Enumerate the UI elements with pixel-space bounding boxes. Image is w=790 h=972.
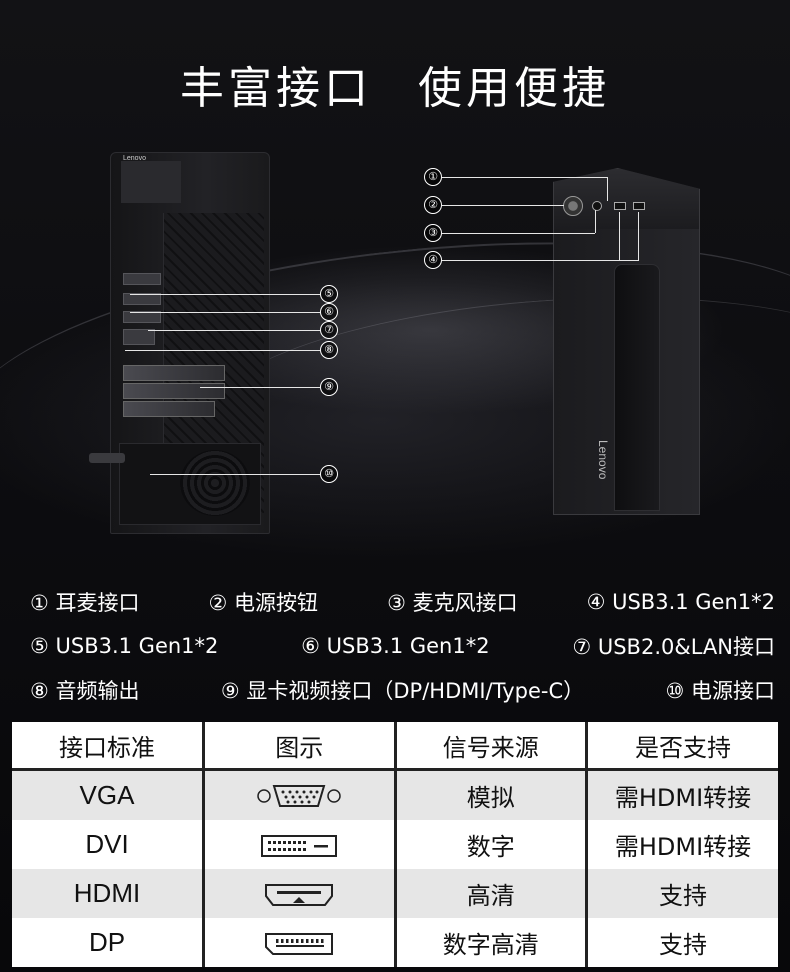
cell-source: 数字 [393, 820, 587, 870]
table-row: VGA 模拟 需HDMI转接 [12, 769, 778, 821]
rear-usb-port [123, 293, 161, 305]
cell-source: 数字高清 [393, 918, 587, 967]
marker-8: ⑧ [320, 341, 338, 359]
cell-support: 需HDMI转接 [585, 769, 778, 821]
legend-item: ③ 麦克风接口 [387, 591, 518, 615]
legend-row: ⑧ 音频输出 ⑨ 显卡视频接口（DP/HDMI/Type-C） ⑩ 电源接口 [30, 668, 775, 712]
cell-source: 模拟 [393, 769, 587, 821]
cell-source: 高清 [393, 869, 587, 918]
callout-line-6 [130, 312, 320, 313]
legend-item: ⑤ USB3.1 Gen1*2 [30, 634, 219, 658]
callout-line-1-drop [607, 177, 608, 201]
table-header-row: 接口标准 图示 信号来源 是否支持 [12, 722, 778, 771]
legend-item: ⑨ 显卡视频接口（DP/HDMI/Type-C） [220, 679, 585, 703]
legend-item: ② 电源按钮 [208, 591, 319, 615]
marker-3: ③ [424, 224, 442, 242]
callout-line-4-rise-a [619, 212, 620, 260]
hdmi-connector-icon [265, 883, 334, 906]
title-part-1: 丰富接口 [180, 63, 372, 114]
legend-item: ⑧ 音频输出 [30, 679, 140, 703]
vga-connector-icon [257, 784, 341, 807]
tower-back-image: Lenovo [89, 152, 270, 534]
dvi-connector-icon [261, 834, 338, 857]
page-title: 丰富接口 使用便捷 [0, 52, 790, 116]
callout-line-2 [442, 205, 564, 206]
legend-item: ⑩ 电源接口 [665, 679, 775, 703]
headset-jack [592, 201, 602, 211]
callout-line-9 [200, 387, 320, 388]
cell-support: 需HDMI转接 [585, 820, 778, 870]
front-handle [614, 264, 660, 511]
rear-brand-text: Lenovo [123, 155, 146, 162]
legend-item: ⑥ USB3.1 Gen1*2 [301, 634, 490, 658]
rear-psu [119, 443, 261, 525]
table-row: HDMI 高清 支持 [12, 869, 778, 918]
cell-standard: DVI [12, 820, 204, 870]
front-brand-text: Lenovo [596, 440, 610, 480]
rear-expansion-card [123, 401, 215, 417]
rear-usb-port [123, 311, 161, 323]
callout-line-4-rise-b [638, 212, 639, 260]
cell-icon [202, 869, 395, 918]
marker-1: ① [424, 168, 442, 186]
interface-table: 接口标准 图示 信号来源 是否支持 VGA [12, 722, 778, 967]
marker-7: ⑦ [320, 321, 338, 339]
tower-front-image [553, 168, 700, 515]
cell-icon [202, 820, 395, 870]
cell-standard: HDMI [12, 869, 204, 918]
marker-5: ⑤ [320, 285, 338, 303]
front-usb-port [633, 202, 645, 210]
port-legend: ① 耳麦接口 ② 电源按钮 ③ 麦克风接口 ④ USB3.1 Gen1*2 ⑤ … [30, 580, 775, 712]
psu-fan [180, 450, 250, 516]
rear-usb-port [123, 273, 161, 285]
cell-standard: VGA [12, 769, 204, 821]
callout-line-10 [150, 474, 320, 475]
table-row: DP 数字高清 支持 [12, 918, 778, 967]
legend-row: ⑤ USB3.1 Gen1*2 ⑥ USB3.1 Gen1*2 ⑦ USB2.0… [30, 624, 775, 668]
legend-item: ① 耳麦接口 [30, 591, 140, 615]
marker-10: ⑩ [320, 465, 338, 483]
callout-line-7 [148, 330, 320, 331]
table-row: DVI 数字 需HDMI转接 [12, 820, 778, 870]
legend-item: ⑦ USB2.0&LAN接口 [572, 635, 775, 659]
power-button-icon [563, 196, 583, 216]
callout-line-8 [125, 350, 320, 351]
dp-connector-icon [265, 932, 334, 955]
legend-row: ① 耳麦接口 ② 电源按钮 ③ 麦克风接口 ④ USB3.1 Gen1*2 [30, 580, 775, 624]
rear-expansion-card [123, 365, 225, 381]
callout-line-5 [130, 294, 320, 295]
rear-expansion-card [123, 383, 225, 399]
column-header: 信号来源 [393, 722, 587, 771]
cell-support: 支持 [585, 918, 778, 967]
callout-line-4 [442, 260, 639, 261]
marker-4: ④ [424, 251, 442, 269]
cell-icon [202, 918, 395, 967]
marker-6: ⑥ [320, 303, 338, 321]
cell-support: 支持 [585, 869, 778, 918]
rear-lan-port [123, 329, 155, 345]
front-usb-port [614, 202, 626, 210]
rear-latch [89, 453, 125, 463]
column-header: 接口标准 [12, 722, 204, 771]
callout-line-3 [442, 233, 595, 234]
rear-label [121, 161, 181, 203]
column-header: 是否支持 [585, 722, 778, 771]
marker-2: ② [424, 196, 442, 214]
cell-icon [202, 769, 395, 821]
callout-line-1 [442, 177, 607, 178]
cell-standard: DP [12, 918, 204, 967]
callout-line-3-rise [595, 210, 596, 233]
legend-item: ④ USB3.1 Gen1*2 [586, 590, 775, 614]
title-part-2: 使用便捷 [418, 63, 610, 114]
column-header: 图示 [202, 722, 395, 771]
marker-9: ⑨ [320, 378, 338, 396]
